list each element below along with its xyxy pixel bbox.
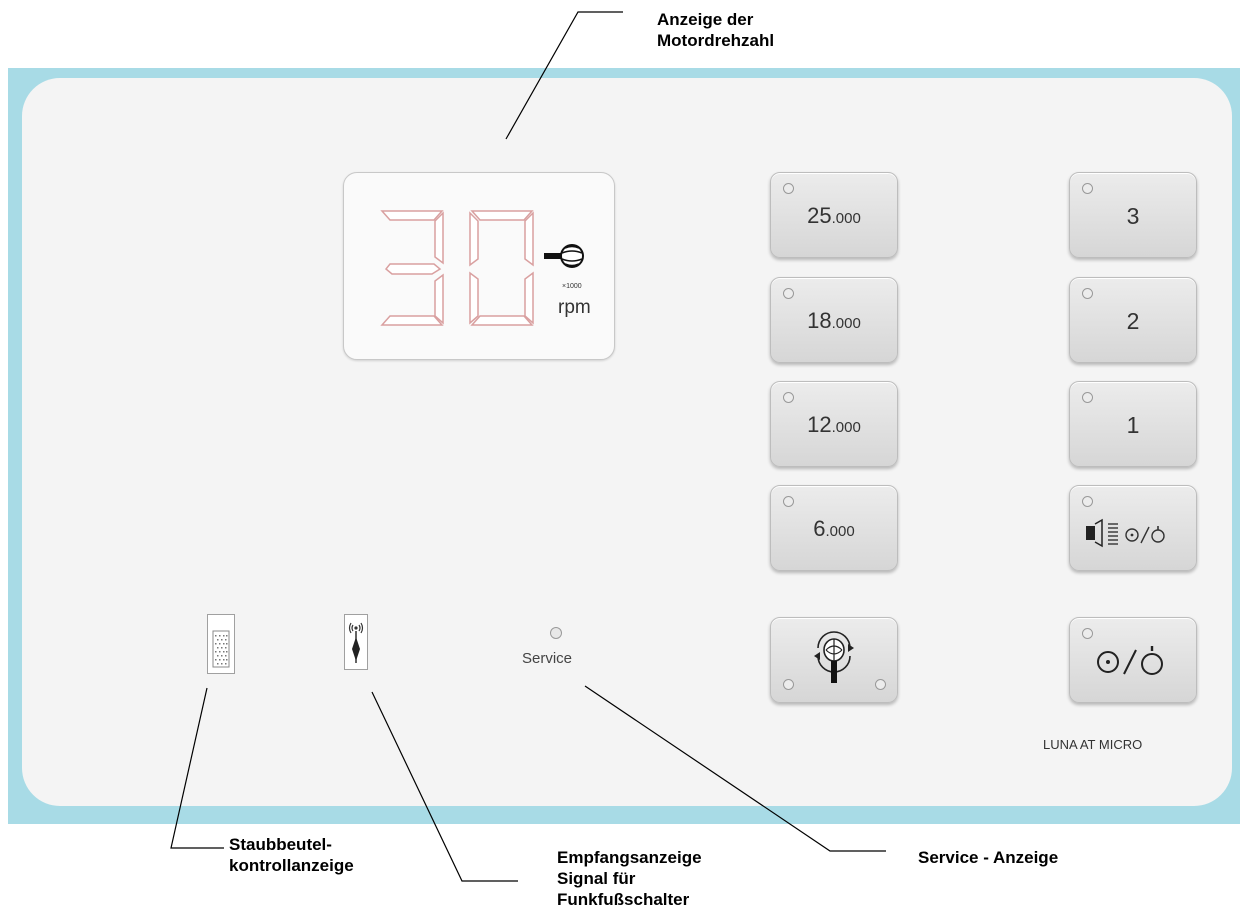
speed-value: 18.000 [807,308,861,333]
segment [380,210,444,221]
control-panel [22,78,1232,806]
callout-line: Staubbeutel- [229,835,332,854]
seven-segment-digits [380,210,584,326]
segment [469,271,479,325]
segment [524,271,534,325]
model-label: LUNA AT MICRO [1043,737,1143,752]
dust-bag-icon [212,630,230,668]
power-on-off-icon [1097,646,1163,675]
level-button-2[interactable]: 2 [1069,277,1197,363]
callout-line: Empfangsanzeige [557,848,702,867]
speed-button-18000[interactable]: 18.000 [770,277,898,363]
indicator-led [783,183,794,194]
speed-button-6000[interactable]: 6.000 [770,485,898,571]
service-label: Service [522,650,573,667]
segment [434,211,444,265]
service-led [550,627,562,639]
level-value: 3 [1126,203,1140,229]
rpm-multiplier: ×1000 [562,283,582,290]
speed-display-callout: Anzeige der Motordrehzahl [657,9,774,51]
callout-line: Anzeige der [657,10,754,29]
speed-value: 25.000 [807,203,861,228]
dust-bag-indicator [207,614,235,674]
level-button-3[interactable]: 3 [1069,172,1197,258]
indicator-led [783,288,794,299]
speed-value: 6.000 [813,516,855,541]
power-button[interactable] [1069,617,1197,703]
callout-line: kontrollanzeige [229,856,354,875]
indicator-led [1082,288,1093,299]
reception-indicator [344,614,368,670]
segment [434,273,444,325]
light-on-off-icon [1086,518,1165,548]
segment [470,315,534,326]
segment [469,211,479,267]
rotation-direction-icon [814,631,854,683]
indicator-led [783,496,794,507]
callout-line: Signal für [557,869,636,888]
segment [380,315,444,326]
indicator-led [783,392,794,403]
indicator-led [1082,496,1093,507]
segment [384,263,442,275]
callout-line: Funkfußschalter [557,890,690,909]
speed-button-25000[interactable]: 25.000 [770,172,898,258]
level-button-1[interactable]: 1 [1069,381,1197,467]
indicator-led [783,679,794,690]
callout-line: Motordrehzahl [657,31,775,50]
light-toggle-button[interactable] [1069,485,1197,571]
segment [524,211,534,267]
indicator-led [1082,183,1093,194]
speed-button-12000[interactable]: 12.000 [770,381,898,467]
indicator-led [875,679,886,690]
callout-line: Service - Anzeige [918,848,1059,867]
segment [470,210,534,221]
rotation-direction-button[interactable] [770,617,898,703]
radio-signal-icon [348,622,364,663]
indicator-led [1082,628,1093,639]
indicator-led [1082,392,1093,403]
speed-value: 12.000 [807,412,861,437]
rpm-unit: rpm [558,297,591,318]
speed-display: ×1000 rpm [343,172,615,360]
dust-bag-callout: Staubbeutel- kontrollanzeige [229,834,354,876]
level-value: 2 [1126,308,1140,334]
reception-callout: Empfangsanzeige Signal für Funkfußschalt… [557,847,702,910]
level-value: 1 [1126,412,1140,438]
bur-icon [544,244,584,268]
service-callout: Service - Anzeige [918,847,1058,868]
